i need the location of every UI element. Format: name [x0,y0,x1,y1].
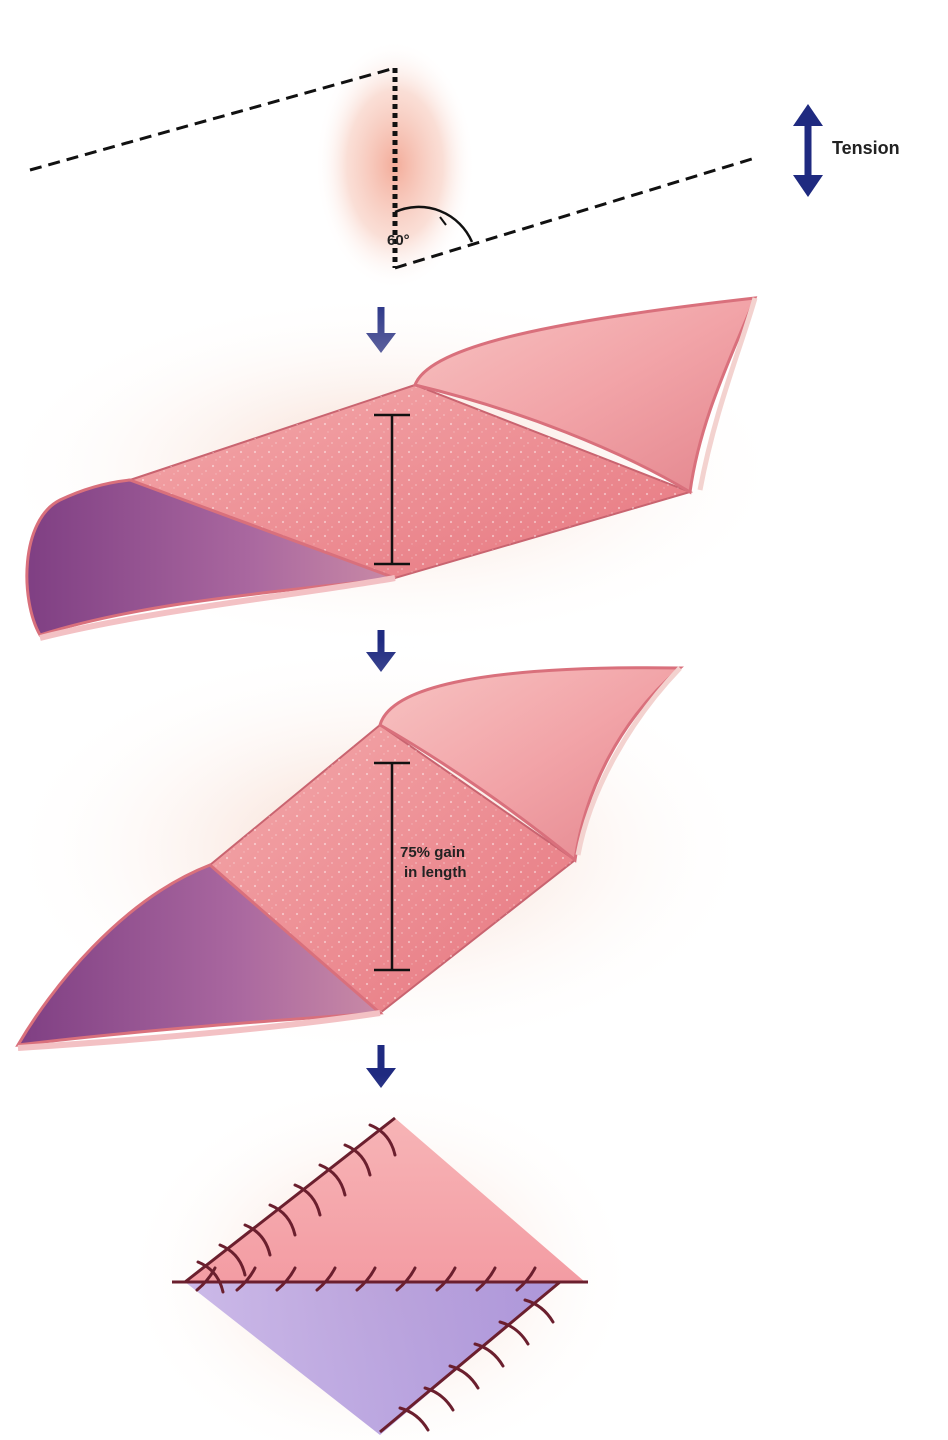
tension-label: Tension [832,138,900,158]
panel-sutured-closure [120,1075,640,1440]
tension-arrow-icon [793,104,823,197]
gain-label-line2: in length [404,864,467,881]
angle-label: 60° [387,232,410,249]
panel-flaps-transposed: 75% gain in length [0,640,760,1060]
gain-label-line1: 75% gain [400,844,465,861]
panel-incision-design: 60° Tension [30,40,900,290]
panel-flaps-raised [0,290,790,650]
